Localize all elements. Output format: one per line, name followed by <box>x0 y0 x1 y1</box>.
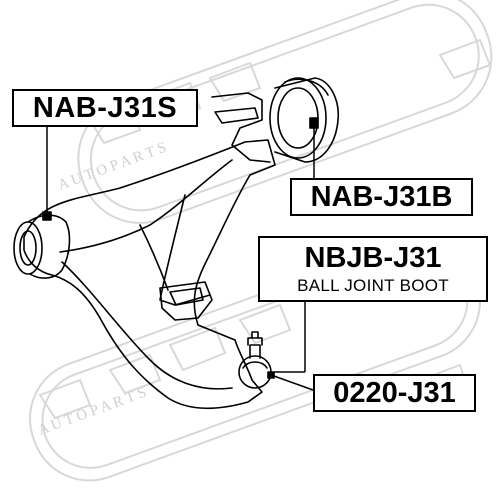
watermark-tagline-top: A U T O P A R T S <box>56 140 169 194</box>
rear-bushing <box>269 77 340 163</box>
part-label-nbjb-j31: NBJB-J31 BALL JOINT BOOT <box>258 236 488 302</box>
lower-bracket-tab <box>169 287 204 306</box>
arm-outer-edge <box>23 139 276 410</box>
arm-rib <box>159 194 211 306</box>
leader-lines <box>46 127 315 391</box>
upper-mount-bracket <box>211 92 271 163</box>
part-label-nab-j31b: NAB-J31B <box>290 178 473 216</box>
ball-joint <box>238 331 275 389</box>
part-number: NAB-J31B <box>310 180 453 213</box>
front-bushing <box>13 211 71 279</box>
part-label-nab-j31s: NAB-J31S <box>12 89 198 127</box>
arm-web-line <box>61 261 233 390</box>
watermark-logo-top <box>77 0 493 224</box>
lower-bracket <box>159 281 213 321</box>
arm-rib-2 <box>139 224 169 291</box>
upper-mount-plate <box>214 107 259 124</box>
part-number: NAB-J31S <box>32 91 178 124</box>
part-number: NBJB-J31 <box>304 242 442 274</box>
arm-inner-edge <box>59 159 233 253</box>
part-description: BALL JOINT BOOT <box>297 276 449 295</box>
part-label-0220-j31: 0220-J31 <box>313 374 476 412</box>
watermark-tagline-bottom: A U T O P A R T S <box>36 385 149 439</box>
leader-0220-j31 <box>273 375 314 391</box>
control-arm <box>13 77 340 410</box>
part-number: 0220-J31 <box>333 376 456 409</box>
